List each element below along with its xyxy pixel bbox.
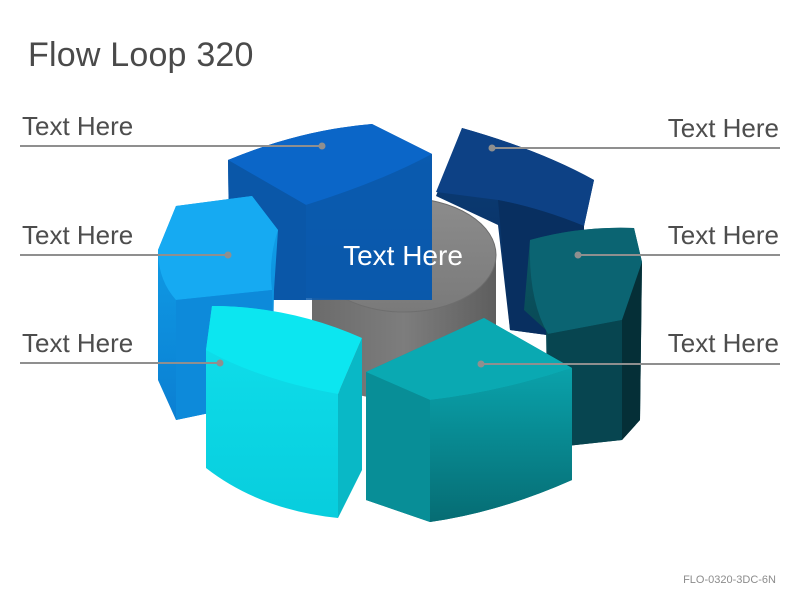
segment-teal-dark	[524, 227, 642, 448]
label-right-middle: Text Here	[667, 220, 779, 250]
connector-dot	[216, 359, 224, 367]
segment-blue	[228, 124, 432, 300]
connector-dots	[216, 142, 582, 368]
center-label: Text Here	[343, 240, 463, 271]
segment-cyan	[206, 306, 362, 518]
label-left-bottom: Text Here	[22, 328, 134, 358]
segment-teal	[366, 318, 572, 522]
connector-dot	[224, 251, 232, 259]
label-left-middle: Text Here	[22, 220, 134, 250]
label-left-top: Text Here	[22, 111, 134, 141]
connector-dot	[318, 142, 326, 150]
page-title: Flow Loop 320	[28, 36, 254, 74]
footer-code: FLO-0320-3DC-6N	[683, 574, 776, 586]
connector-dot	[477, 360, 485, 368]
label-right-bottom: Text Here	[667, 328, 779, 358]
connectors	[20, 145, 780, 365]
connector-dot	[574, 251, 582, 259]
connector-dot	[488, 144, 496, 152]
label-right-top: Text Here	[667, 113, 779, 143]
